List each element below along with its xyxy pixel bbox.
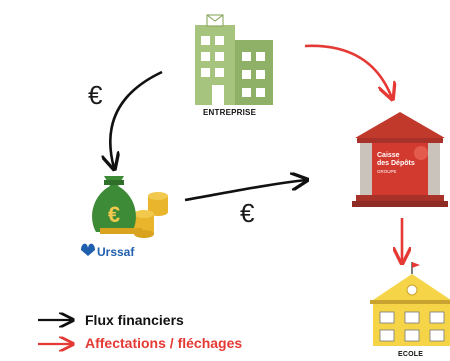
edge-entreprise-to-caisse: [304, 44, 392, 98]
caisse-label-line1: Caisse: [377, 152, 400, 159]
caisse-des-depots-bank-icon: [352, 112, 448, 207]
edge-entreprise-to-urssaf: [110, 70, 163, 168]
caisse-label-line3: GROUPE: [377, 169, 397, 174]
edge-entreprise-urssaf-currency-label: €: [88, 80, 103, 110]
ecole-label: ECOLE: [398, 351, 424, 358]
urssaf-logo-icon: [81, 243, 95, 256]
entreprise-building-icon: [195, 14, 273, 105]
ecole-school-icon: [370, 262, 450, 346]
edge-urssaf-to-caisse: [184, 180, 306, 202]
caisse-label-line2: des Dépôts: [377, 160, 415, 167]
edge-urssaf-caisse-currency-label: €: [240, 198, 255, 228]
entreprise-label: ENTREPRISE: [203, 108, 257, 117]
legend-financial-label: Flux financiers: [85, 312, 184, 328]
legend-allocations-label: Affectations / fléchages: [85, 335, 243, 351]
urssaf-money-icon: €: [92, 176, 168, 238]
svg-text:€: €: [108, 202, 120, 227]
urssaf-label: Urssaf: [97, 245, 135, 259]
